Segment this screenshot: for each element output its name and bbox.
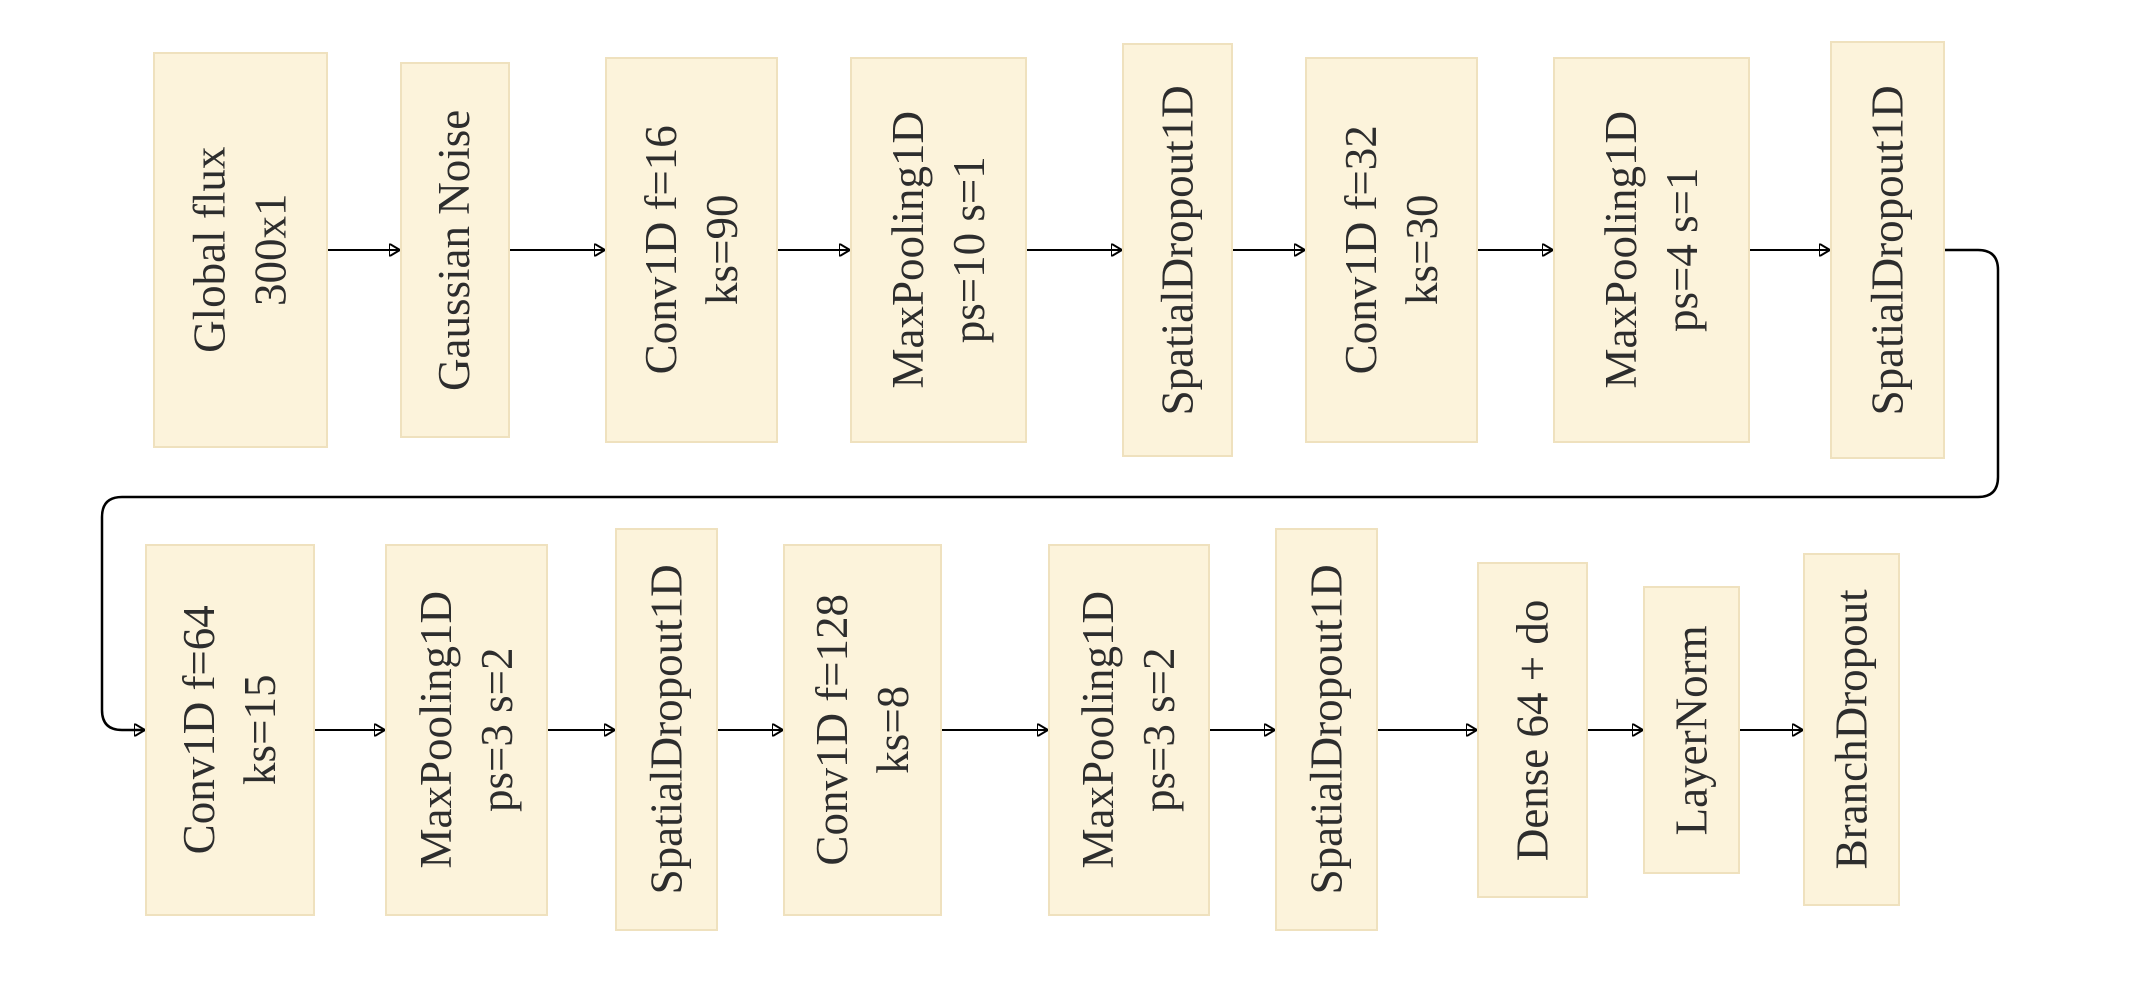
node-label: Conv1D f=128	[806, 594, 857, 866]
node-sublabel: ks=8	[867, 686, 918, 774]
node-spatialdropout-2: SpatialDropout1D	[1830, 41, 1945, 459]
node-sublabel: ps=10 s=1	[943, 156, 994, 344]
node-maxpool-4: MaxPooling1D ps=3 s=2	[1048, 544, 1210, 916]
node-conv1d-64: Conv1D f=64 ks=15	[145, 544, 315, 916]
node-label: Global flux	[184, 146, 235, 354]
node-maxpool-3: MaxPooling1D ps=3 s=2	[385, 544, 548, 916]
node-layernorm: LayerNorm	[1643, 586, 1740, 874]
node-conv1d-32: Conv1D f=32 ks=30	[1305, 57, 1478, 443]
node-sublabel: ps=4 s=1	[1656, 167, 1707, 333]
node-label: SpatialDropout1D	[1152, 85, 1203, 415]
node-global-flux: Global flux 300x1	[153, 52, 328, 448]
node-label: MaxPooling1D	[882, 111, 933, 389]
node-sublabel: ps=3 s=2	[1134, 647, 1185, 813]
node-gaussian-noise: Gaussian Noise	[400, 62, 510, 438]
node-label: Dense 64 + do	[1507, 599, 1558, 861]
node-label: MaxPooling1D	[1073, 591, 1124, 869]
node-sublabel: ps=3 s=2	[471, 647, 522, 813]
node-sublabel: 300x1	[245, 193, 296, 307]
node-label: MaxPooling1D	[1595, 111, 1646, 389]
node-label: Conv1D f=16	[635, 125, 686, 375]
node-conv1d-128: Conv1D f=128 ks=8	[783, 544, 942, 916]
node-spatialdropout-4: SpatialDropout1D	[1275, 528, 1378, 931]
node-label: MaxPooling1D	[410, 591, 461, 869]
node-label: SpatialDropout1D	[1862, 85, 1913, 415]
node-label: SpatialDropout1D	[641, 564, 692, 895]
node-spatialdropout-1: SpatialDropout1D	[1122, 43, 1233, 457]
node-sublabel: ks=30	[1396, 194, 1447, 306]
node-maxpool-1: MaxPooling1D ps=10 s=1	[850, 57, 1027, 443]
node-label: Conv1D f=64	[174, 605, 225, 855]
node-label: LayerNorm	[1666, 625, 1717, 835]
node-dense: Dense 64 + do	[1477, 562, 1588, 898]
node-maxpool-2: MaxPooling1D ps=4 s=1	[1553, 57, 1750, 443]
node-branchdropout: BranchDropout	[1803, 553, 1900, 906]
node-spatialdropout-3: SpatialDropout1D	[615, 528, 718, 931]
node-label: Gaussian Noise	[429, 109, 480, 391]
wrap-connector	[100, 248, 2000, 730]
node-conv1d-16: Conv1D f=16 ks=90	[605, 57, 778, 443]
node-sublabel: ks=90	[696, 194, 747, 306]
node-label: Conv1D f=32	[1335, 125, 1386, 375]
node-label: BranchDropout	[1826, 589, 1877, 870]
node-label: SpatialDropout1D	[1301, 564, 1352, 895]
node-sublabel: ks=15	[235, 674, 286, 786]
